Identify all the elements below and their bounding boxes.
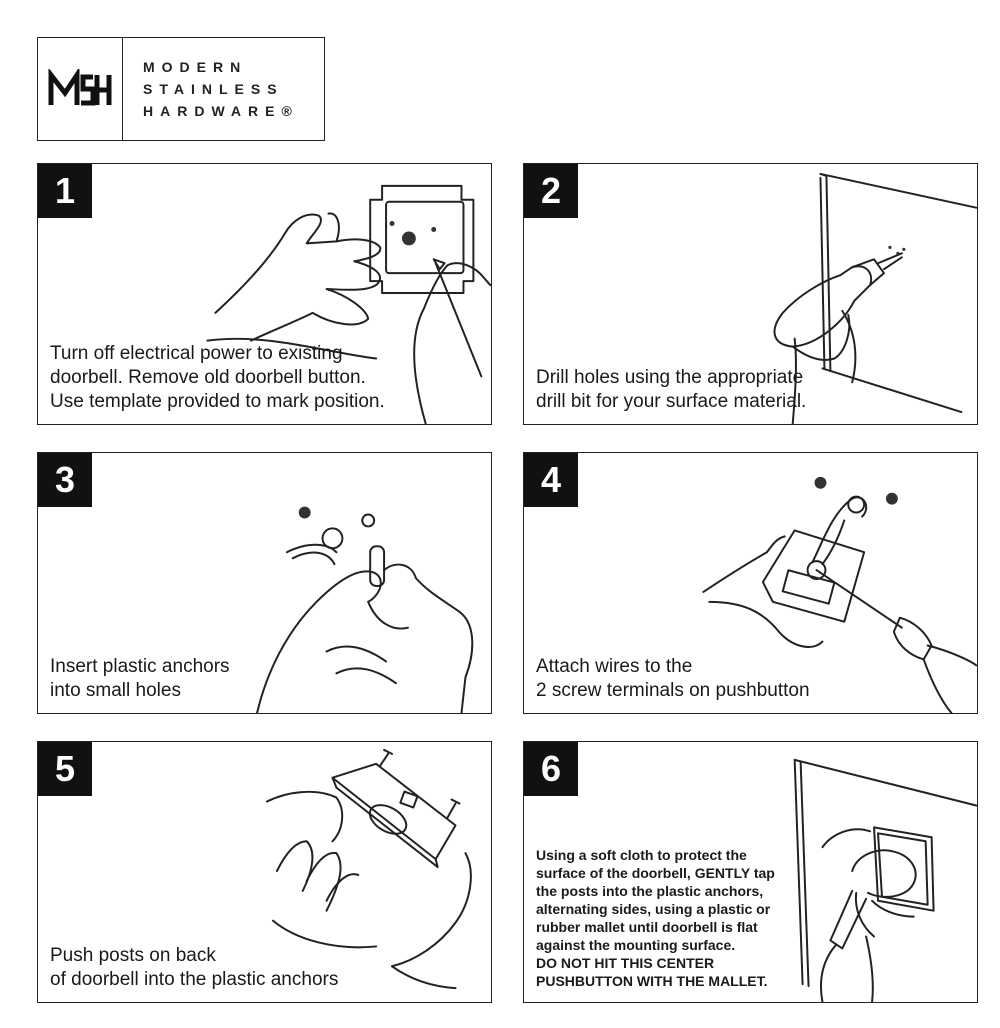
caption-line: Use template provided to mark position. bbox=[50, 391, 385, 412]
step-number-4: 4 bbox=[524, 453, 578, 507]
caption-line: Drill holes using the appropriate bbox=[536, 367, 804, 388]
caption-line: doorbell. Remove old doorbell button. bbox=[50, 367, 366, 388]
illustration-screwdriver-wires-icon bbox=[702, 476, 977, 713]
step-number-3: 3 bbox=[38, 453, 92, 507]
logo-mark bbox=[38, 38, 123, 140]
step-caption-2: Drill holes using the appropriate drill … bbox=[536, 366, 806, 414]
caption-line: Push posts on back bbox=[50, 945, 216, 966]
logo-line-1: MODERN bbox=[143, 59, 248, 75]
logo-wordmark: MODERN STAINLESS HARDWARE® bbox=[123, 38, 324, 140]
step-number-1: 1 bbox=[38, 164, 92, 218]
brand-logo: MODERN STAINLESS HARDWARE® bbox=[37, 37, 325, 141]
caption-line: Turn off electrical power to existing bbox=[50, 343, 343, 364]
logo-line-2: STAINLESS bbox=[143, 81, 284, 97]
illustration-drill-icon bbox=[773, 172, 977, 424]
step-caption-3: Insert plastic anchors into small holes bbox=[50, 655, 230, 703]
caption-line: into small holes bbox=[50, 680, 181, 701]
caption-line: drill bit for your surface material. bbox=[536, 391, 807, 412]
caption-line: against the mounting surface. bbox=[536, 937, 736, 953]
caption-line: alternating sides, using a plastic or bbox=[536, 901, 771, 917]
illustration-anchor-insert-icon bbox=[256, 506, 474, 713]
step-panel-3: 3 Insert plastic anchors into small hole… bbox=[37, 452, 492, 714]
step-panel-2: 2 Drill holes using the appropriate dril… bbox=[523, 163, 978, 425]
illustration-hand-template-icon bbox=[206, 184, 491, 424]
caption-line: PUSHBUTTON WITH THE MALLET. bbox=[536, 973, 768, 989]
illustration-mallet-tap-icon bbox=[793, 758, 977, 1002]
step-number-6: 6 bbox=[524, 742, 578, 796]
msh-monogram-icon bbox=[48, 69, 112, 106]
caption-line: the posts into the plastic anchors, bbox=[536, 883, 764, 899]
step-caption-6: Using a soft cloth to protect the surfac… bbox=[536, 846, 775, 990]
caption-line: DO NOT HIT THIS CENTER bbox=[536, 955, 715, 971]
illustration-doorbell-posts-icon bbox=[265, 748, 472, 990]
step-number-2: 2 bbox=[524, 164, 578, 218]
logo-line-3: HARDWARE® bbox=[143, 103, 299, 119]
caption-line: of doorbell into the plastic anchors bbox=[50, 969, 339, 990]
caption-line: surface of the doorbell, GENTLY tap bbox=[536, 865, 775, 881]
step-number-5: 5 bbox=[38, 742, 92, 796]
step-panel-6: 6 Using a soft cloth to protect the surf… bbox=[523, 741, 978, 1003]
caption-line: Using a soft cloth to protect the bbox=[536, 847, 747, 863]
caption-line: 2 screw terminals on pushbutton bbox=[536, 680, 810, 701]
caption-line: Attach wires to the bbox=[536, 656, 693, 677]
step-panel-5: 5 Push posts on back of doorbell into th… bbox=[37, 741, 492, 1003]
caption-line: Insert plastic anchors bbox=[50, 656, 230, 677]
step-panel-1: 1 Turn off electrical power to existing … bbox=[37, 163, 492, 425]
step-panel-4: 4 Attach wires to the 2 screw terminals … bbox=[523, 452, 978, 714]
caption-line: rubber mallet until doorbell is flat bbox=[536, 919, 758, 935]
step-caption-5: Push posts on back of doorbell into the … bbox=[50, 944, 338, 992]
step-caption-4: Attach wires to the 2 screw terminals on… bbox=[536, 655, 810, 703]
step-caption-1: Turn off electrical power to existing do… bbox=[50, 342, 385, 414]
